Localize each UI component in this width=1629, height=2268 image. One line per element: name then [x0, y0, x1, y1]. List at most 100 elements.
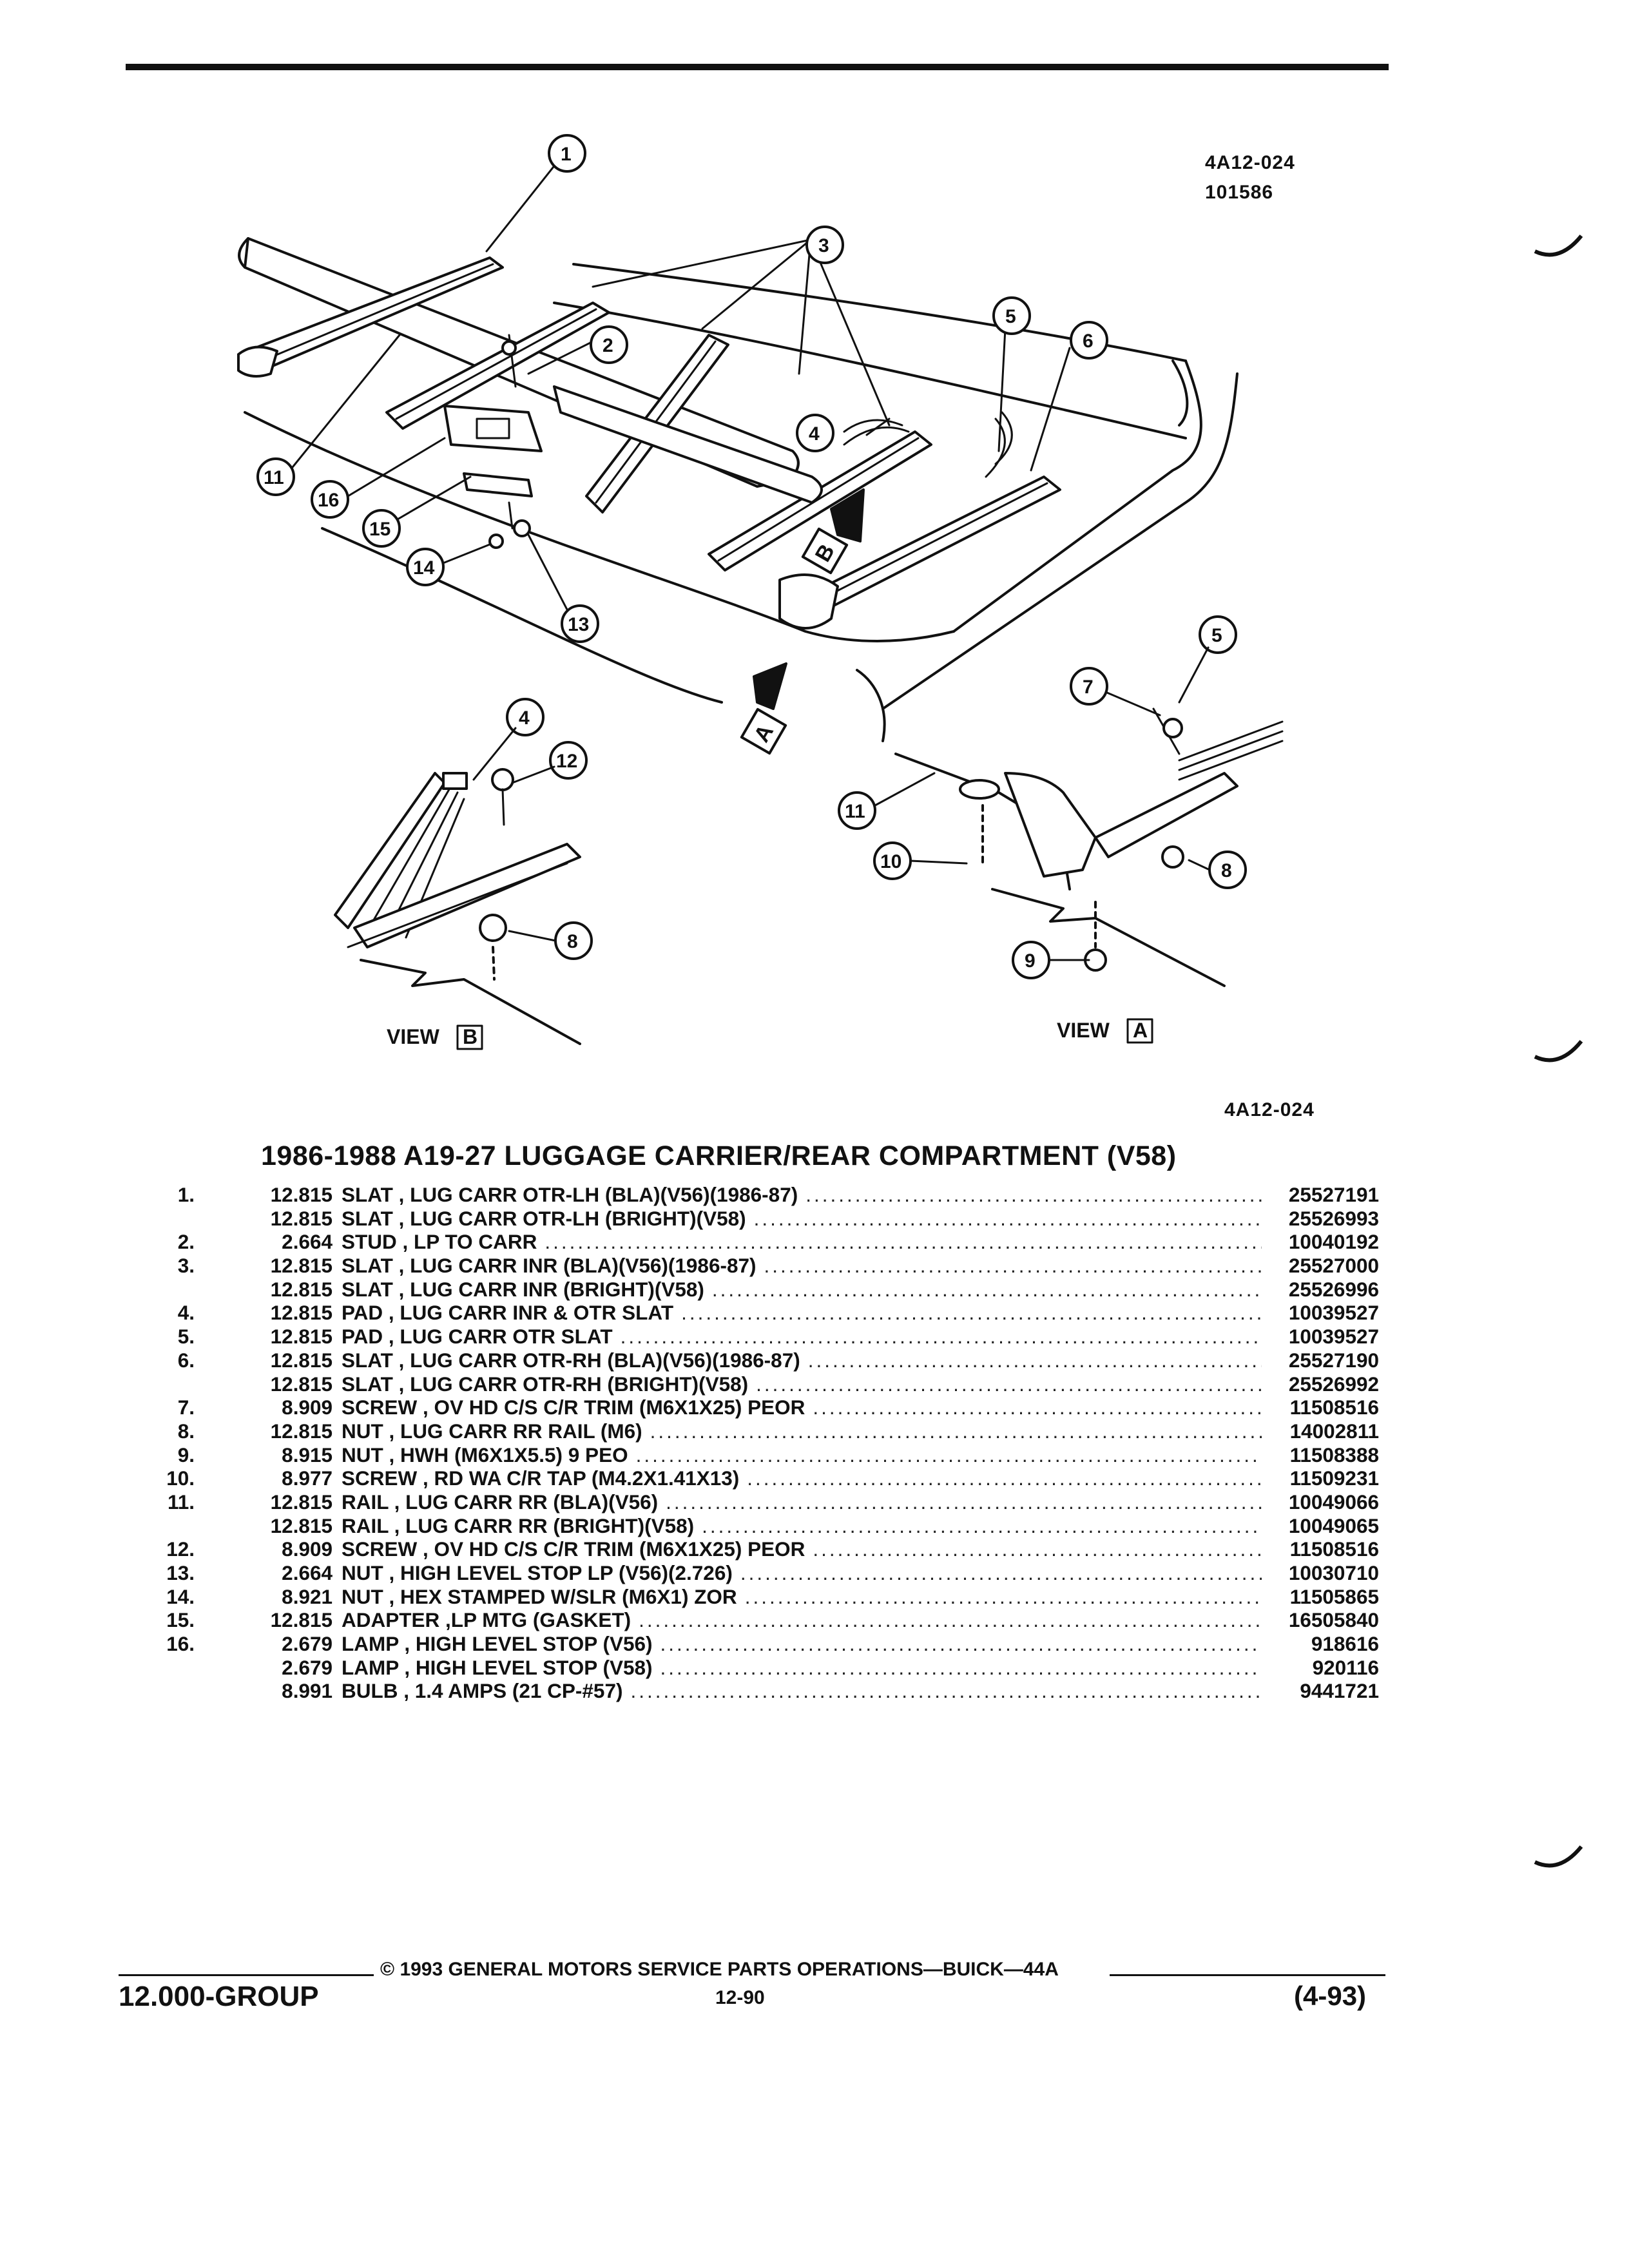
group-number: 8.991: [282, 1679, 333, 1703]
parts-row: 12.815 SLAT , LUG CARR OTR-RH (BRIGHT)(V5…: [148, 1372, 1379, 1396]
rail-2: [385, 302, 610, 430]
part-number: 14002811: [1289, 1419, 1379, 1443]
part-number: 25526993: [1288, 1206, 1379, 1230]
view-arrow-b: B: [801, 488, 865, 575]
figure-date-code: 101586: [1205, 182, 1274, 203]
part-index: 8.: [177, 1419, 195, 1443]
leader-dots: [650, 1419, 1262, 1443]
group-number: 2.679: [282, 1655, 333, 1679]
group-number: 12.815: [270, 1372, 333, 1396]
group-number: 2.679: [282, 1632, 333, 1656]
part-description: NUT , HEX STAMPED W/SLR (M6X1) ZOR: [342, 1584, 737, 1608]
group-number: 2.664: [282, 1561, 333, 1584]
part-description: SCREW , RD WA C/R TAP (M4.2X1.41X13): [342, 1466, 740, 1490]
part-description: NUT , LUG CARR RR RAIL (M6): [342, 1419, 642, 1443]
svg-text:15: 15: [369, 519, 390, 540]
leader-dots: [636, 1443, 1262, 1467]
exploded-parts-diagram: A B 1 2: [237, 134, 1284, 1050]
svg-text:7: 7: [1083, 677, 1094, 698]
part-index: 16.: [166, 1632, 195, 1656]
group-number: 2.664: [282, 1230, 333, 1254]
part-index: 4.: [177, 1301, 195, 1325]
group-number: 12.815: [270, 1348, 333, 1372]
view-a-label: VIEW: [1057, 1019, 1110, 1042]
group-number: 12.815: [270, 1183, 333, 1206]
part-number: 9441721: [1300, 1679, 1379, 1703]
leader-dots: [805, 1183, 1262, 1207]
part-number: 10049065: [1288, 1514, 1379, 1537]
leader-dots: [681, 1301, 1262, 1325]
leader-dots: [813, 1537, 1262, 1561]
rail-5: [778, 476, 1061, 629]
figure-code: 4A12-024: [1205, 152, 1295, 173]
svg-text:4: 4: [809, 423, 820, 445]
svg-text:11: 11: [264, 467, 284, 488]
margin-mark-1: [1534, 235, 1583, 257]
part-description: RAIL , LUG CARR RR (BLA)(V56): [342, 1490, 659, 1514]
svg-text:13: 13: [568, 614, 589, 635]
group-number: 12.815: [270, 1608, 333, 1632]
leader-dots: [639, 1608, 1262, 1632]
svg-text:10: 10: [880, 851, 901, 872]
part-number: 10039527: [1288, 1325, 1379, 1349]
leader-dots: [621, 1325, 1262, 1349]
part-index: 7.: [177, 1396, 195, 1419]
group-number: 12.815: [270, 1206, 333, 1230]
part-description: LAMP , HIGH LEVEL STOP (V56): [342, 1632, 653, 1656]
leader-lines: [289, 157, 1071, 629]
group-number: 8.921: [282, 1584, 333, 1608]
svg-text:8: 8: [1221, 860, 1232, 881]
leader-dots: [630, 1679, 1262, 1703]
part-description: SLAT , LUG CARR OTR-LH (BRIGHT)(V58): [342, 1206, 746, 1230]
quarter-panel-2: [882, 372, 1239, 710]
rail-4: [708, 430, 932, 572]
deck-outline-mid: [553, 302, 1187, 439]
part-description: ADAPTER ,LP MTG (GASKET): [342, 1608, 631, 1632]
part-number: 918616: [1311, 1632, 1379, 1656]
callouts: 1 2 3 4 5 6 7 8 9 10 11 12 13 14 15 16 4…: [256, 134, 1247, 979]
part-index: 15.: [166, 1608, 195, 1632]
part-description: LAMP , HIGH LEVEL STOP (V58): [342, 1655, 653, 1679]
svg-text:2: 2: [602, 335, 613, 356]
leader-dots: [660, 1656, 1262, 1680]
part-index: 12.: [166, 1537, 195, 1561]
part-number: 25526992: [1288, 1372, 1379, 1396]
part-description: SLAT , LUG CARR OTR-RH (BLA)(V56)(1986-8…: [342, 1348, 800, 1372]
part-index: 3.: [177, 1254, 195, 1278]
part-description: SLAT , LUG CARR INR (BLA)(V56)(1986-87): [342, 1254, 757, 1278]
high-level-stop-lamp: [443, 334, 543, 549]
rail-1: [237, 256, 504, 378]
view-b-detail: [334, 768, 581, 1045]
part-number: 11509231: [1289, 1466, 1379, 1490]
svg-text:4: 4: [519, 707, 530, 729]
leader-dots: [545, 1230, 1262, 1254]
svg-text:5: 5: [1005, 306, 1016, 327]
part-index: 2.: [177, 1230, 195, 1254]
leader-dots: [740, 1561, 1262, 1585]
leader-dots: [745, 1585, 1262, 1609]
deck-outline-lower: [321, 527, 723, 704]
leader-dots: [756, 1372, 1262, 1396]
svg-text:8: 8: [567, 931, 578, 952]
part-description: SLAT , LUG CARR OTR-RH (BRIGHT)(V58): [342, 1372, 749, 1396]
leader-dots: [747, 1466, 1262, 1490]
group-number: 8.915: [282, 1443, 333, 1466]
footer-copyright: © 1993 GENERAL MOTORS SERVICE PARTS OPER…: [380, 1959, 1059, 1980]
top-rule: [126, 64, 1389, 70]
parts-row: 12.815 SLAT , LUG CARR OTR-LH (BRIGHT)(V5…: [148, 1207, 1379, 1231]
part-description: SLAT , LUG CARR INR (BRIGHT)(V58): [342, 1277, 704, 1301]
group-number: 12.815: [270, 1514, 333, 1537]
leader-dots: [764, 1254, 1262, 1278]
